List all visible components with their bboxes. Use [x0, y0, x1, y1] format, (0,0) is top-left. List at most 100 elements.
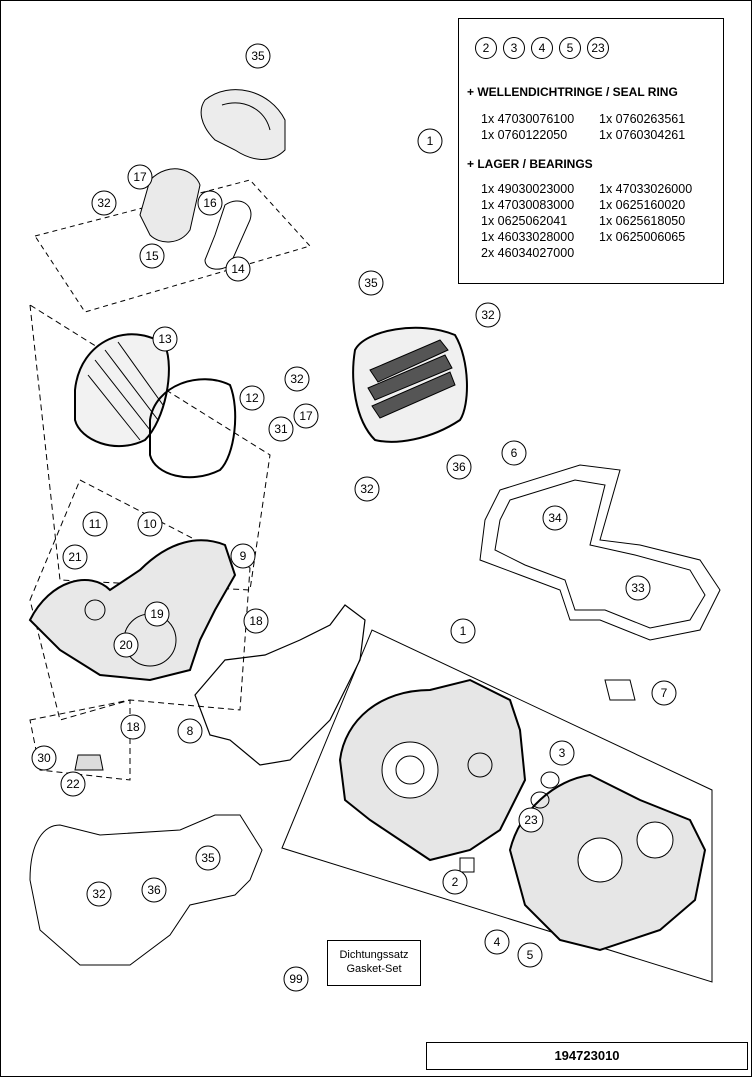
cylinder-base-gasket-part — [479, 464, 721, 641]
svg-text:16: 16 — [203, 196, 217, 210]
svg-text:10: 10 — [143, 517, 157, 531]
svg-text:5: 5 — [527, 948, 534, 962]
svg-text:34: 34 — [548, 511, 562, 525]
callout-31: 31 — [268, 416, 294, 442]
callout-13: 13 — [152, 326, 178, 352]
group-box-clutch-cover — [29, 304, 271, 591]
kit-number-circle: 3 — [503, 37, 525, 59]
svg-text:1: 1 — [460, 624, 467, 638]
svg-text:22: 22 — [66, 777, 80, 791]
callout-11: 11 — [82, 511, 108, 537]
svg-text:7: 7 — [661, 686, 668, 700]
callout-32-bottom: 32 — [86, 881, 112, 907]
svg-text:36: 36 — [147, 883, 161, 897]
callout-32-cover-a: 32 — [475, 302, 501, 328]
gasket-set-line2: Gasket-Set — [346, 963, 402, 975]
callout-18-a: 18 — [243, 608, 269, 634]
callout-35-top: 35 — [245, 43, 271, 69]
ignition-cover-part — [74, 333, 170, 448]
seal-23-part — [530, 791, 550, 809]
drawing-id: 194723010 — [426, 1042, 748, 1070]
svg-text:32: 32 — [360, 482, 374, 496]
callout-34: 34 — [542, 505, 568, 531]
svg-text:17: 17 — [299, 409, 313, 423]
svg-text:13: 13 — [158, 332, 172, 346]
svg-text:31: 31 — [274, 422, 288, 436]
callout-12: 12 — [239, 385, 265, 411]
svg-text:19: 19 — [150, 607, 164, 621]
clutch-cover-gasket-part — [29, 814, 263, 966]
kit-number-circle: 23 — [587, 37, 609, 59]
callout-32-cover-b: 32 — [284, 366, 310, 392]
callout-36-cover: 36 — [446, 454, 472, 480]
svg-text:4: 4 — [494, 935, 501, 949]
svg-text:35: 35 — [364, 276, 378, 290]
svg-text:11: 11 — [89, 517, 102, 531]
callout-32-a: 32 — [91, 190, 117, 216]
svg-text:32: 32 — [97, 196, 111, 210]
svg-text:6: 6 — [511, 446, 518, 460]
svg-text:18: 18 — [126, 720, 140, 734]
callout-10: 10 — [137, 511, 163, 537]
callout-19: 19 — [144, 601, 170, 627]
callout-6: 6 — [501, 440, 527, 466]
group-box-filler-plug — [29, 699, 131, 781]
callout-7: 7 — [651, 680, 677, 706]
svg-text:32: 32 — [92, 887, 106, 901]
svg-text:9: 9 — [240, 549, 247, 563]
callout-32-cover-c: 32 — [354, 476, 380, 502]
kit-number-circle: 5 — [559, 37, 581, 59]
pump-housing-part — [139, 168, 201, 243]
callout-21: 21 — [62, 544, 88, 570]
svg-text:35: 35 — [201, 851, 215, 865]
callout-18-b: 18 — [120, 714, 146, 740]
svg-text:35: 35 — [251, 49, 265, 63]
seal-ring-heading: + WELLENDICHTRINGE / SEAL RING — [467, 85, 678, 99]
svg-text:14: 14 — [231, 262, 245, 276]
svg-text:20: 20 — [119, 638, 133, 652]
svg-text:21: 21 — [68, 550, 82, 564]
callout-8: 8 — [177, 718, 203, 744]
callout-35-bottom: 35 — [195, 845, 221, 871]
callout-30: 30 — [31, 745, 57, 771]
callout-3: 3 — [549, 740, 575, 766]
guide-7-part — [604, 679, 636, 701]
kit-number-circle: 2 — [475, 37, 497, 59]
gasket-set-label: Dichtungssatz Gasket-Set — [327, 940, 421, 986]
kit-legend: 2 3 4 5 23 + WELLENDICHTRINGE / SEAL RIN… — [458, 18, 724, 284]
callout-14: 14 — [225, 256, 251, 282]
callout-99: 99 — [283, 966, 309, 992]
svg-text:23: 23 — [524, 813, 538, 827]
svg-text:99: 99 — [289, 972, 303, 986]
svg-text:33: 33 — [631, 581, 645, 595]
callout-5: 5 — [517, 942, 543, 968]
callout-1-case: 1 — [450, 618, 476, 644]
callout-35-cover: 35 — [358, 270, 384, 296]
svg-text:30: 30 — [37, 751, 51, 765]
callout-17-a: 17 — [127, 164, 153, 190]
kit-number-circle: 4 — [531, 37, 553, 59]
callout-15: 15 — [139, 243, 165, 269]
callout-16: 16 — [197, 190, 223, 216]
svg-text:32: 32 — [481, 308, 495, 322]
svg-text:1: 1 — [427, 134, 434, 148]
water-pump-cover-part — [200, 89, 286, 160]
svg-text:17: 17 — [133, 170, 147, 184]
svg-text:15: 15 — [145, 249, 159, 263]
svg-text:36: 36 — [452, 460, 466, 474]
callout-23: 23 — [518, 807, 544, 833]
bearing-row: 2x 46034027000 — [481, 246, 575, 260]
callout-4: 4 — [484, 929, 510, 955]
filler-plug-part — [74, 754, 104, 771]
callout-1-legend: 1 — [417, 128, 443, 154]
bushing-2-part — [459, 857, 475, 873]
svg-text:8: 8 — [187, 724, 194, 738]
